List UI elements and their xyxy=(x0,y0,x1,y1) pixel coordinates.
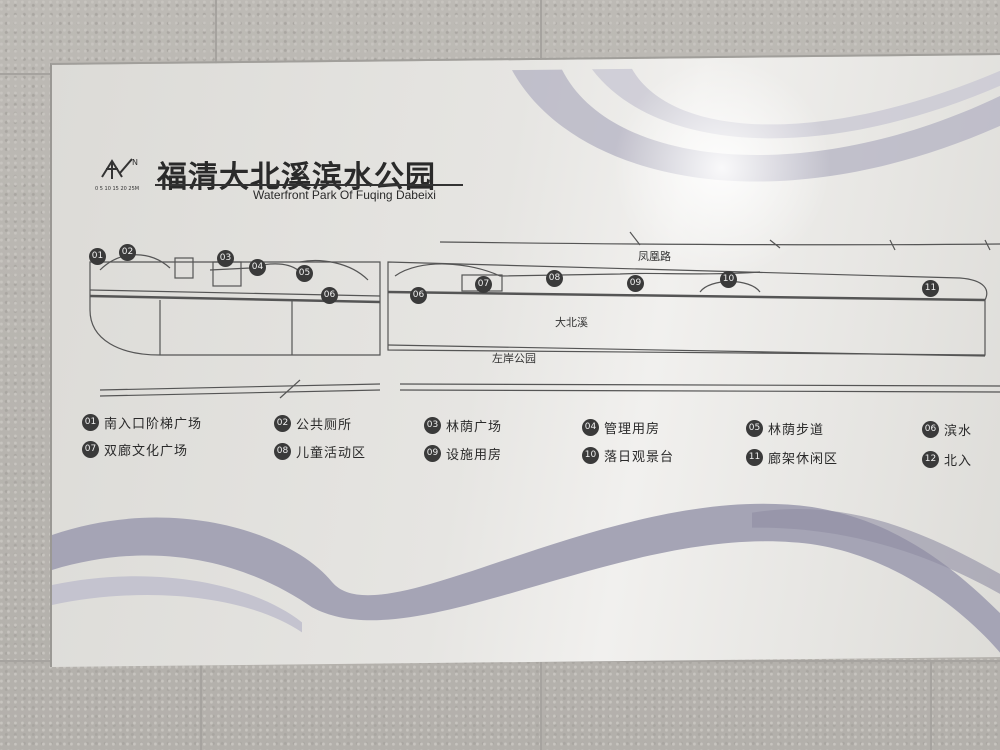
legend-number: 10 xyxy=(582,447,599,464)
legend-text: 公共厕所 xyxy=(296,418,353,433)
legend-text: 南入口阶梯广场 xyxy=(104,417,203,432)
legend-item: 08 儿童活动区 xyxy=(274,442,366,461)
tile-joint xyxy=(930,660,932,750)
park-title-english: Waterfront Park Of Fuqing Dabeixi xyxy=(253,188,436,202)
map-marker: 08 xyxy=(546,270,563,287)
legend-item: 04 管理用房 xyxy=(582,418,660,437)
legend-text: 林荫广场 xyxy=(446,420,503,435)
legend-text: 落日观景台 xyxy=(604,450,675,465)
legend-text: 林荫步道 xyxy=(768,423,825,438)
legend-number: 12 xyxy=(922,451,939,468)
legend-number: 07 xyxy=(82,441,99,458)
legend-text: 廊架休闲区 xyxy=(768,452,839,467)
legend-item: 01 南入口阶梯广场 xyxy=(82,413,202,432)
legend-number: 03 xyxy=(424,417,441,434)
map-marker: 06 xyxy=(410,287,427,304)
legend-text: 双廊文化广场 xyxy=(104,444,189,459)
legend-item: 02 公共厕所 xyxy=(274,414,352,433)
map-marker: 02 xyxy=(119,244,136,261)
legend-number: 05 xyxy=(746,420,763,437)
legend-item: 12 北入 xyxy=(922,450,972,469)
legend-text: 儿童活动区 xyxy=(296,446,367,461)
legend-number: 08 xyxy=(274,443,291,460)
legend-item: 07 双廊文化广场 xyxy=(82,440,188,459)
north-label: N xyxy=(132,158,138,167)
map-marker: 10 xyxy=(720,271,737,288)
tile-joint xyxy=(540,0,542,66)
map-marker: 11 xyxy=(922,280,939,297)
legend-text: 北入 xyxy=(944,454,973,469)
map-marker: 04 xyxy=(249,259,266,276)
legend-item: 06 滨水 xyxy=(922,420,972,439)
legend-item: 11 廊架休闲区 xyxy=(746,448,838,467)
tile-joint xyxy=(540,660,542,750)
legend-text: 管理用房 xyxy=(604,422,661,437)
legend-item: 03 林荫广场 xyxy=(424,416,502,435)
map-marker: 09 xyxy=(627,275,644,292)
map-marker: 06 xyxy=(321,287,338,304)
road-label: 凤凰路 xyxy=(638,250,671,263)
map-marker: 03 xyxy=(217,250,234,267)
park-title-chinese: 福清大北溪滨水公园 xyxy=(157,160,436,195)
north-compass-icon: N xyxy=(101,158,138,179)
legend-number: 09 xyxy=(424,445,441,462)
legend-number: 06 xyxy=(922,421,939,438)
legend-number: 01 xyxy=(82,414,99,431)
legend-item: 05 林荫步道 xyxy=(746,419,824,438)
map-marker: 07 xyxy=(475,276,492,293)
legend-text: 设施用房 xyxy=(446,448,503,463)
scale-bar-label: 0 5 10 15 20 25M xyxy=(95,186,140,192)
tile-joint xyxy=(215,0,217,70)
title-underline xyxy=(155,184,463,186)
legend-number: 02 xyxy=(274,415,291,432)
legend-item: 10 落日观景台 xyxy=(582,446,674,465)
tile-joint xyxy=(200,660,202,750)
legend-number: 11 xyxy=(746,449,763,466)
map-marker: 05 xyxy=(296,265,313,282)
left-bank-park-label: 左岸公园 xyxy=(492,352,536,365)
legend-item: 09 设施用房 xyxy=(424,444,502,463)
map-marker: 01 xyxy=(89,248,106,265)
park-sign-board xyxy=(50,53,1000,667)
river-label: 大北溪 xyxy=(555,316,588,329)
legend-number: 04 xyxy=(582,419,599,436)
legend-text: 滨水 xyxy=(944,424,973,439)
